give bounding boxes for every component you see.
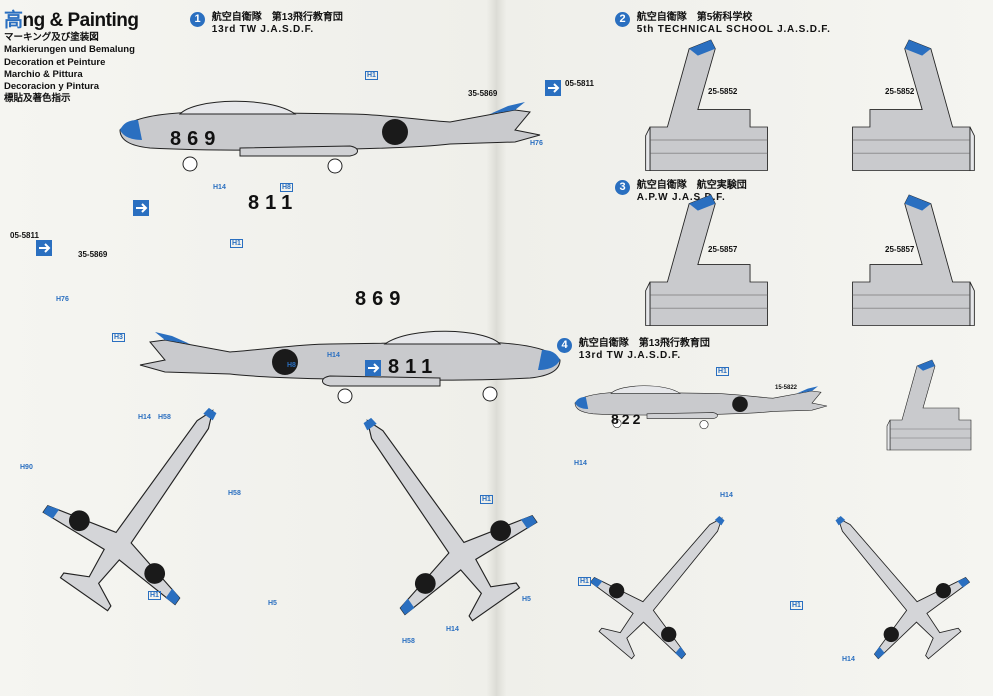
decal-number: 811 <box>388 356 439 378</box>
paint-code: H14 <box>574 460 587 467</box>
aircraft-top-view-4a <box>569 479 768 684</box>
section-jp: 航空自衛隊 第13飛行教育団 <box>211 12 343 23</box>
aircraft-bottom-view-4b <box>792 479 991 684</box>
title-text: ng & Painting <box>22 10 139 31</box>
lang-item: Marchio & Pittura <box>4 68 83 80</box>
lang-item: Decoration et Peinture <box>4 56 106 68</box>
paint-code: H76 <box>530 140 543 147</box>
paint-code: H1 <box>230 239 243 248</box>
section-en: 5th TECHNICAL SCHOOL J.A.S.D.F. <box>636 24 831 35</box>
serial-number: 05-5811 <box>10 231 39 240</box>
paint-code: H1 <box>365 71 378 80</box>
page-title: 高ng & Painting <box>4 5 139 32</box>
tail-view-3-right <box>852 194 975 326</box>
aircraft-bottom-view-1b <box>300 373 563 651</box>
nose-number-side-4: 822 <box>611 411 644 427</box>
paint-code: H90 <box>20 464 33 471</box>
nose-number-side-1b: 869 <box>355 288 407 310</box>
paint-code: H3 <box>112 333 125 342</box>
section-number: 1 <box>190 12 205 27</box>
tail-view-2-right <box>852 39 975 171</box>
language-list: マーキング及び塗装図 Markierungen und Bemalung Dec… <box>4 32 135 106</box>
nose-number-side-1a: 869 <box>170 128 222 150</box>
lang-item: Markierungen und Bemalung <box>4 44 135 56</box>
tail-code: 25-5852 <box>885 87 915 96</box>
paint-code: H76 <box>56 296 69 303</box>
paint-code: H1 <box>716 367 729 376</box>
lang-item: 標貼及著色指示 <box>4 93 71 105</box>
paint-code: H8 <box>287 362 296 369</box>
paint-code: H58 <box>158 414 171 421</box>
serial-number: 05-5811 <box>565 79 594 88</box>
tail-code: 15-5822 <box>775 385 798 391</box>
decal-arrow-icon <box>545 80 561 96</box>
decal-number: 811 <box>248 192 299 214</box>
section-number: 2 <box>615 12 630 27</box>
paint-code: H5 <box>268 600 277 607</box>
tail-code: 35-5869 <box>468 89 498 98</box>
tail-code: 25-5857 <box>885 245 915 254</box>
tail-code: 25-5852 <box>708 87 738 96</box>
section-en: 13rd TW J.A.S.D.F. <box>211 24 314 35</box>
paint-code: H1 <box>148 591 161 600</box>
section-jp: 航空自衛隊 第5術科学校 <box>636 12 753 23</box>
paint-code: H14 <box>720 492 733 499</box>
paint-code: H14 <box>138 414 151 421</box>
paint-code: H5 <box>522 596 531 603</box>
decal-arrow-icon <box>365 360 381 376</box>
section-jp: 航空自衛隊 第13飛行教育団 <box>578 338 710 349</box>
paint-code: H58 <box>402 638 415 645</box>
section-en: A.P.W J.A.S.D.F. <box>636 192 726 203</box>
decal-arrow-icon <box>133 200 149 216</box>
paint-code: H14 <box>842 656 855 663</box>
paint-code: H14 <box>213 184 226 191</box>
brand-logo: 高 <box>4 10 23 31</box>
paint-code: H58 <box>228 490 241 497</box>
tail-code: 25-5857 <box>708 245 738 254</box>
section-jp: 航空自衛隊 航空実験団 <box>636 180 747 191</box>
section-number: 4 <box>557 338 572 353</box>
tail-view-3-left <box>645 194 768 326</box>
paint-code: H1 <box>578 577 591 586</box>
aircraft-side-view-1b <box>139 330 561 404</box>
paint-code: H14 <box>327 352 340 359</box>
decal-arrow-icon <box>36 240 52 256</box>
paint-code: H1 <box>480 495 493 504</box>
paint-code: H14 <box>446 626 459 633</box>
tail-view-2-left <box>645 39 768 171</box>
lang-item: マーキング及び塗装図 <box>4 32 99 43</box>
tail-view-4 <box>886 359 972 451</box>
paint-code: H1 <box>790 601 803 610</box>
lang-item: Decoracion y Pintura <box>4 81 100 93</box>
section-en: 13rd TW J.A.S.D.F. <box>578 350 681 361</box>
tail-code: 35-5869 <box>78 250 108 259</box>
section-number: 3 <box>615 180 630 195</box>
paint-code: H8 <box>280 183 293 192</box>
